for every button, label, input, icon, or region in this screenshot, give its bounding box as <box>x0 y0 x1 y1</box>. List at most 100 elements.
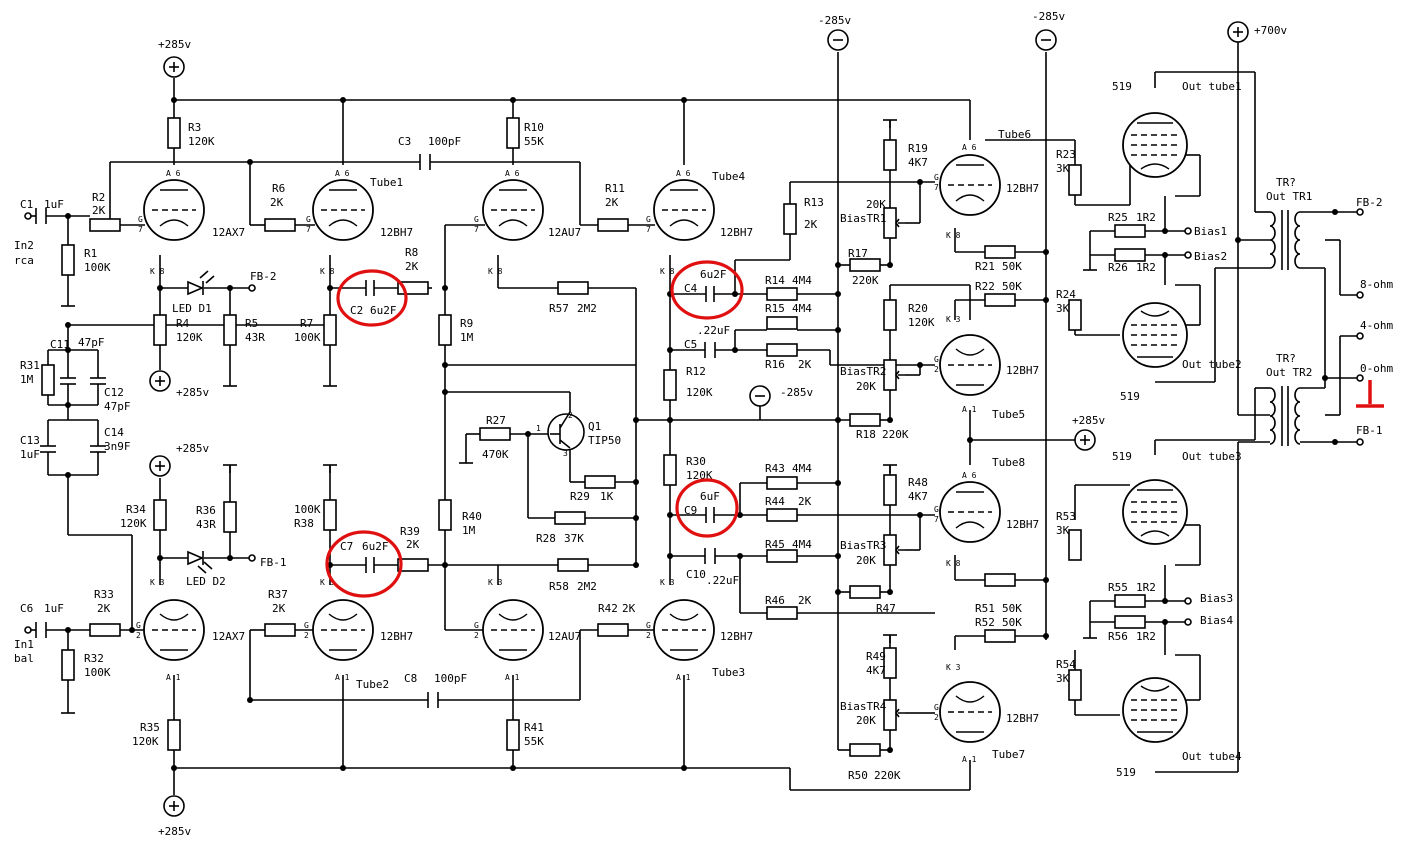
schematic-label: LED D1 <box>172 302 212 315</box>
highlight-marks <box>325 260 744 598</box>
svg-text:G: G <box>646 621 651 630</box>
resistor-ref: R22 <box>975 280 995 293</box>
resistor-value: 220K <box>882 428 909 441</box>
capacitor-icon <box>427 692 439 708</box>
resistor-ref: R8 <box>405 246 418 259</box>
rail-label: +700v <box>1254 24 1287 37</box>
schematic-label: 0-ohm <box>1360 362 1393 375</box>
rail-label: -285v <box>818 14 851 27</box>
ground-icon <box>222 377 238 387</box>
schematic-label: C4 <box>684 282 698 295</box>
tube-ref: Out tube2 <box>1182 358 1242 371</box>
plus-supply-icon <box>1227 21 1249 43</box>
terminal-icon <box>24 626 32 634</box>
resistor-value: 100K <box>294 331 321 344</box>
resistor-value: 3K <box>1056 302 1070 315</box>
resistor-icon <box>554 511 586 525</box>
rail-label: +285v <box>1072 414 1105 427</box>
resistor-ref: R25 <box>1108 211 1128 224</box>
schematic-label: C13 <box>20 434 40 447</box>
svg-text:K 3: K 3 <box>946 663 961 672</box>
rail-label: +285v <box>176 386 209 399</box>
schematic-label: TR? <box>1276 176 1296 189</box>
resistor-value: 2K <box>92 204 106 217</box>
resistor-ref: R41 <box>524 721 544 734</box>
trimmer-value: 20K <box>856 554 876 567</box>
resistor-ref: R14 <box>765 274 785 287</box>
svg-text:A 1: A 1 <box>505 673 520 682</box>
resistor-ref: R51 <box>975 602 995 615</box>
resistor-icon <box>89 218 121 232</box>
resistor-icon <box>397 558 429 572</box>
resistor-value: 2K <box>406 538 420 551</box>
resistor-value: 2M2 <box>577 302 597 315</box>
svg-text:G: G <box>474 215 479 224</box>
resistor-ref: R28 <box>536 532 556 545</box>
resistor-value: 4M4 <box>792 462 812 475</box>
svg-text:2: 2 <box>304 631 309 640</box>
tube-type: 519 <box>1116 766 1136 779</box>
transformer-icon <box>1269 210 1301 270</box>
resistor-ref: R17 <box>848 247 868 260</box>
led-icon <box>187 550 213 574</box>
resistor-icon <box>1068 529 1082 561</box>
resistor-value: 2K <box>622 602 636 615</box>
resistor-value: 2K <box>605 196 619 209</box>
terminal-icon <box>248 554 256 562</box>
transistor-q1: 123 Q1 TIP50 <box>536 411 621 458</box>
junction-dots <box>65 97 1338 771</box>
tube-ref: Tube6 <box>998 128 1031 141</box>
svg-text:A 6: A 6 <box>962 471 977 480</box>
resistor-value: 2K <box>272 602 286 615</box>
triode-icon <box>482 599 544 661</box>
triode-icon <box>312 599 374 661</box>
resistor-icon <box>223 314 237 346</box>
svg-text:1: 1 <box>536 424 541 433</box>
tube-type: 12BH7 <box>1006 712 1039 725</box>
resistor-icon <box>663 369 677 401</box>
triode-icon <box>939 154 1001 216</box>
resistor-value: 2K <box>798 594 812 607</box>
resistor-ref: R55 <box>1108 581 1128 594</box>
ground-icon <box>458 454 474 464</box>
rail-label: -285v <box>1032 10 1065 23</box>
resistor-icon <box>883 474 897 506</box>
resistor-value: 120K <box>686 386 713 399</box>
ground-icon <box>882 464 898 474</box>
capacitor-icon <box>705 286 715 302</box>
capacitor-icon <box>90 445 106 453</box>
resistor-icon <box>557 558 589 572</box>
tube-type: 12BH7 <box>380 630 413 643</box>
schematic-label: 6u2F <box>700 268 727 281</box>
resistor-icon <box>766 606 798 620</box>
tube-type: 12AU7 <box>548 226 581 239</box>
rail-label: -285v <box>780 386 813 399</box>
tube-type: 519 <box>1112 80 1132 93</box>
tube-type: 12AU7 <box>548 630 581 643</box>
resistor-icon <box>264 623 296 637</box>
resistor-value: 55K <box>524 735 544 748</box>
resistor-icon <box>883 139 897 171</box>
resistor-icon <box>1114 224 1146 238</box>
resistor-ref: R6 <box>272 182 285 195</box>
resistor-value: 50K <box>1002 280 1022 293</box>
schematic-label: FB-2 <box>1356 196 1383 209</box>
tube-ref: Tube7 <box>992 748 1025 761</box>
schematic-label: FB-1 <box>1356 424 1383 437</box>
pentode-icon <box>1122 302 1188 368</box>
svg-text:7: 7 <box>934 515 939 524</box>
resistor-value: 1R2 <box>1136 581 1156 594</box>
tube-ref: Tube2 <box>356 678 389 691</box>
resistor-ref: R29 <box>570 490 590 503</box>
svg-text:K 3: K 3 <box>488 578 503 587</box>
schematic-label: Bias4 <box>1200 614 1233 627</box>
svg-text:3: 3 <box>563 449 568 458</box>
resistor-value: 1R2 <box>1136 261 1156 274</box>
transistor-icon <box>547 413 585 451</box>
schematic-label: TIP50 <box>588 434 621 447</box>
resistor-icon <box>167 719 181 751</box>
resistor-ref: R40 <box>462 510 482 523</box>
resistor-ref: R18 <box>856 428 876 441</box>
rail-label: +285v <box>158 825 191 838</box>
